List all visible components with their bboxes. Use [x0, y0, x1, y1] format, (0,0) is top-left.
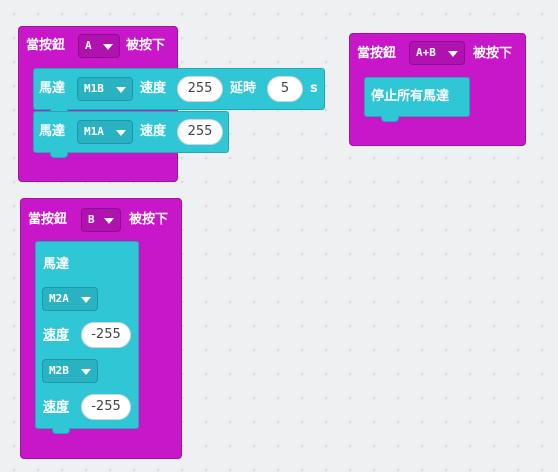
block-connector-notch	[381, 116, 399, 122]
motor-label: 馬達	[39, 81, 66, 96]
button-select-dropdown[interactable]: A+B	[409, 41, 465, 65]
delay-label: 延時	[230, 81, 257, 96]
chevron-down-icon	[104, 218, 114, 224]
motor-label: 馬達	[43, 257, 70, 272]
motor-select-value: M1B	[84, 82, 104, 95]
chevron-down-icon	[103, 44, 113, 50]
speed-label: 速度	[140, 124, 167, 139]
button-select-dropdown[interactable]: A	[78, 34, 120, 58]
chevron-down-icon	[81, 297, 91, 303]
motor-select-dropdown[interactable]: M2A	[42, 287, 98, 311]
delay-input[interactable]: 5	[267, 76, 303, 102]
speed-label: 速度	[43, 328, 70, 343]
pressed-label: 被按下	[473, 46, 513, 61]
pressed-label: 被按下	[126, 38, 166, 53]
when-button-label: 當按鈕	[26, 38, 66, 53]
button-select-value: B	[88, 213, 95, 226]
stop-all-motors-block[interactable]	[364, 77, 470, 117]
chevron-down-icon	[81, 369, 91, 375]
button-select-dropdown[interactable]: B	[81, 208, 121, 232]
speed-input[interactable]: 255	[177, 76, 223, 102]
motor-label: 馬達	[39, 124, 66, 139]
chevron-down-icon	[116, 87, 126, 93]
seconds-unit-label: s	[310, 81, 318, 96]
pressed-label: 被按下	[129, 212, 169, 227]
motor-select-value: M1A	[84, 125, 104, 138]
chevron-down-icon	[116, 130, 126, 136]
speed-input[interactable]: -255	[81, 322, 131, 348]
motor-select-dropdown[interactable]: M1A	[77, 120, 133, 144]
chevron-down-icon	[448, 51, 458, 57]
motor-select-dropdown[interactable]: M1B	[77, 77, 133, 101]
when-button-label: 當按鈕	[357, 46, 397, 61]
motor-select-value: M2B	[49, 364, 69, 377]
block-connector-notch	[52, 428, 70, 434]
speed-label: 速度	[140, 81, 167, 96]
speed-label: 速度	[43, 400, 70, 415]
speed-input[interactable]: 255	[177, 119, 223, 145]
block-connector-notch	[50, 152, 68, 158]
motor-select-dropdown[interactable]: M2B	[42, 359, 98, 383]
button-select-value: A	[85, 39, 92, 52]
when-button-label: 當按鈕	[28, 212, 68, 227]
speed-input[interactable]: -255	[81, 394, 131, 420]
button-select-value: A+B	[416, 46, 436, 59]
motor-select-value: M2A	[49, 292, 69, 305]
stop-all-motors-label: 停止所有馬達	[371, 89, 450, 104]
